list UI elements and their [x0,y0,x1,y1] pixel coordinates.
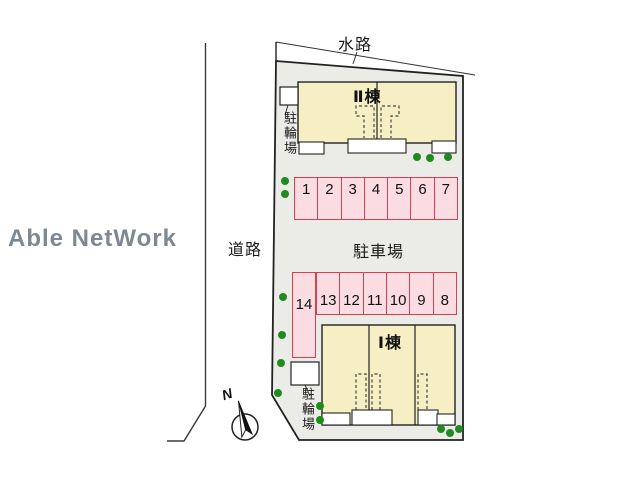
bicycle-parking-bottom-box [290,361,320,386]
building-1-porch-2 [351,409,393,426]
building-2-entry-path-left [355,105,375,138]
bicycle-parking-top-label: 駐輪場 [282,111,297,156]
bicycle-parking-top-leader [284,104,289,116]
parking-row-8-13: 13 12 11 10 9 8 [316,272,457,315]
building-2-label: Ⅱ棟 [353,89,382,106]
building-2-porch-center [347,138,407,154]
building-1-porch-3 [417,409,439,426]
parking-stall-13: 13 [319,292,337,309]
building-1-entry-path-1 [355,373,367,410]
tree-dots [274,153,463,437]
parking-stall-6: 6 [410,178,433,219]
building-2-porch-right [431,140,457,154]
building-2-porch-left [298,141,325,155]
parking-stall-14-label: 14 [295,296,313,313]
building-1-label: Ⅰ棟 [378,335,402,352]
road-edge-line [167,43,207,442]
building-2-entry-path-right [380,105,400,138]
parking-stall-5: 5 [387,178,410,219]
north-arrow-icon [237,400,254,439]
parking-stall-4: 4 [363,178,387,219]
waterway-leader-line [352,51,358,65]
watermark-able-network: Able NetWork [8,225,177,252]
bicycle-parking-bottom-leader [304,384,311,397]
parking-stall-2: 2 [317,178,340,219]
building-1-porch-4 [436,413,456,426]
building-1-entry-path-3 [417,373,428,410]
parking-stall-3: 3 [340,178,364,219]
parking-stall-11: 11 [362,273,386,314]
parking-stall-8: 8 [432,273,456,314]
parking-stall-9: 9 [409,273,432,314]
parking-stall-12: 12 [339,273,362,314]
parking-stall-14: 14 [292,272,316,358]
parking-row-1-7: 1 2 3 4 5 6 7 [294,177,458,220]
compass [231,400,259,441]
parking-stall-1: 1 [301,181,311,198]
bicycle-parking-bottom-label: 駐輪場 [300,387,315,432]
road-label: 道路 [228,242,263,259]
building-1-porch-1 [321,412,351,426]
parking-stall-7: 7 [433,178,457,219]
waterway-label: 水路 [338,37,373,54]
bicycle-parking-top-box [279,86,299,106]
parking-stall-10: 10 [385,273,409,314]
waterway-line [275,41,476,76]
building-1-entry-path-2 [371,373,381,410]
parking-lot-label: 駐車場 [353,244,405,261]
